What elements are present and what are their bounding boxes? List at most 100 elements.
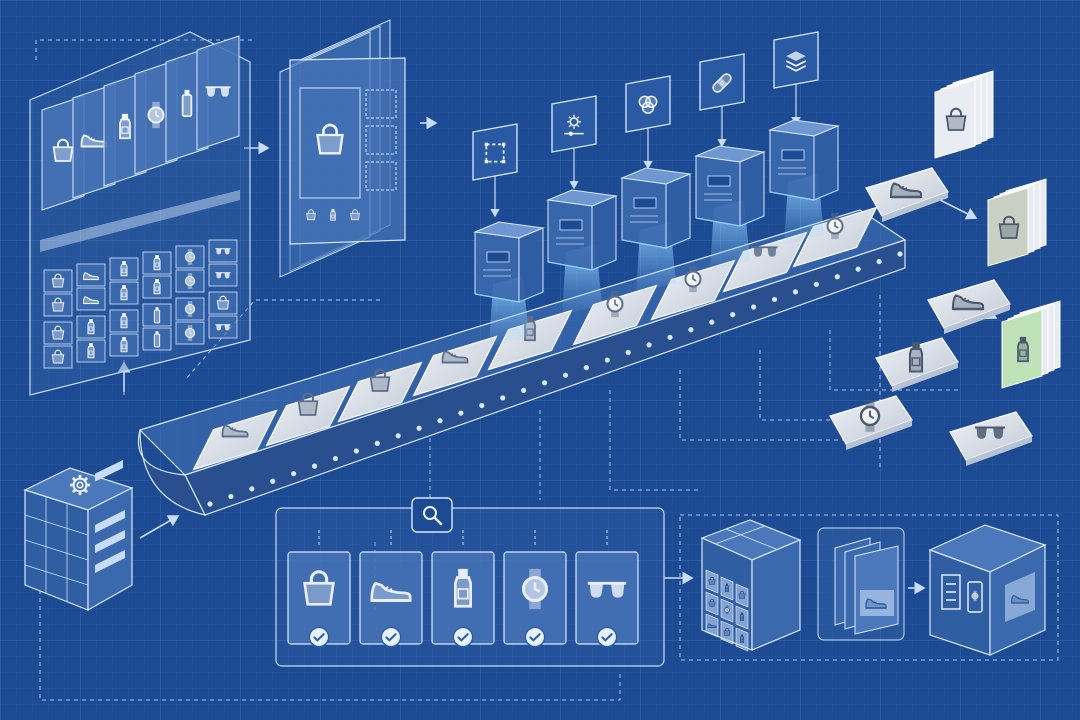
roller [583, 365, 589, 371]
conveyor-end [138, 429, 207, 516]
image-stack-icon [817, 527, 905, 641]
quality-check-item [503, 530, 567, 648]
library-grid-cell [208, 239, 238, 263]
station-display [559, 219, 583, 231]
source-library [29, 31, 251, 396]
roller [374, 440, 380, 446]
check-circle-icon [596, 626, 618, 648]
roller [813, 281, 819, 287]
roller [353, 448, 359, 454]
processing-station [620, 167, 692, 293]
roller [311, 463, 318, 469]
roller [730, 312, 736, 318]
roller [458, 410, 464, 416]
roller [751, 304, 757, 310]
roller [395, 433, 401, 439]
station-display [486, 251, 510, 263]
roller [437, 418, 443, 424]
roller [771, 296, 778, 303]
output-card [829, 395, 913, 450]
library-grid-cell [109, 309, 139, 333]
library-grid-cell [76, 287, 106, 311]
roller [541, 380, 548, 386]
roller [207, 501, 213, 507]
card-surface [192, 409, 278, 471]
output-variants [829, 70, 1061, 466]
station-display [707, 175, 731, 187]
roller [688, 327, 694, 333]
roller [667, 334, 673, 340]
output-card [865, 167, 949, 222]
quality-check-item [575, 530, 639, 648]
quality-check-item [359, 530, 423, 648]
card-surface [265, 385, 351, 447]
library-grid-cell [43, 293, 73, 317]
processing-stations [473, 119, 840, 347]
roller [270, 478, 276, 484]
catalog-cube-icon [700, 519, 802, 652]
station-display [781, 149, 805, 161]
tool-box [773, 31, 819, 126]
output-image-stack [934, 70, 994, 159]
output-image-stack [1001, 300, 1061, 389]
roller [792, 289, 799, 295]
roller [228, 493, 234, 500]
roller [604, 357, 610, 363]
roller [500, 395, 506, 401]
tool-box [551, 95, 597, 190]
library-grid-cell [142, 327, 172, 351]
processing-station [546, 189, 618, 315]
processing-station [768, 119, 840, 245]
roller [625, 349, 631, 356]
processing-station [694, 145, 766, 271]
library-grid-cell [43, 269, 73, 293]
roller [855, 266, 861, 272]
source-shelf [40, 190, 240, 252]
tool-box [625, 75, 671, 170]
processing-tools [472, 31, 819, 218]
library-grid-cell [142, 303, 172, 327]
quality-check-panel [275, 497, 665, 667]
control-cube [23, 460, 134, 612]
check-circle-icon [452, 626, 474, 648]
roller [876, 258, 882, 265]
library-card [196, 35, 240, 151]
library-grid-cell [208, 291, 238, 315]
library-grid-cell [175, 321, 205, 345]
delivery-section [700, 519, 1047, 656]
quality-check-item [431, 530, 495, 648]
library-grid-cell [43, 345, 73, 369]
library-grid [43, 239, 238, 369]
roller [646, 342, 652, 348]
roller [291, 471, 297, 477]
check-circle-icon [380, 626, 402, 648]
roller [249, 486, 255, 492]
device-cube-icon [928, 524, 1047, 656]
processing-station [473, 221, 545, 347]
library-grid-cell [175, 245, 205, 269]
library-grid-cell [142, 251, 172, 275]
roller [332, 455, 339, 462]
tool-box [472, 123, 518, 218]
quality-check-item [287, 530, 351, 648]
roller [479, 402, 485, 409]
output-image-stack [987, 178, 1047, 267]
conveyor-rollers [207, 251, 903, 507]
roller [897, 251, 903, 257]
conveyor-items [192, 206, 878, 471]
conveyor-belt [138, 206, 907, 516]
library-grid-cell [142, 275, 172, 299]
roller [416, 425, 422, 431]
library-grid-cell [43, 321, 73, 345]
quality-check-badge [411, 497, 453, 533]
tool-box [699, 53, 745, 148]
roller [834, 274, 840, 280]
station-display [633, 197, 657, 209]
library-grid-cell [76, 263, 106, 287]
library-grid-cell [109, 281, 139, 305]
library-grid-cell [109, 333, 139, 357]
conveyor-item-card [192, 409, 278, 471]
roller [562, 372, 569, 378]
library-grid-cell [208, 263, 238, 287]
